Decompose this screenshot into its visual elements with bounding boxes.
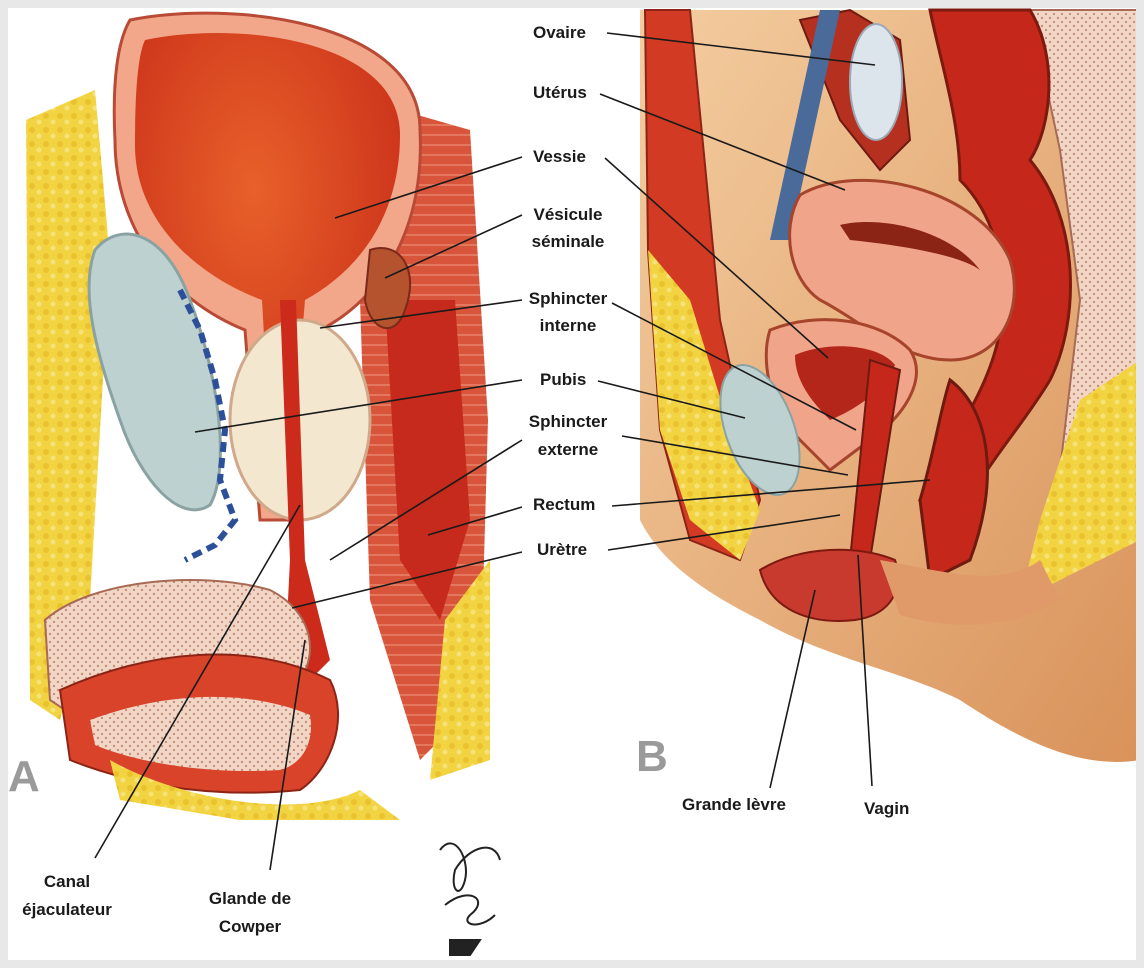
label-canal-line2: éjaculateur <box>22 899 112 920</box>
panel-a-male-pelvis <box>22 10 492 820</box>
label-sphincter-interne-line1: Sphincter <box>523 288 613 309</box>
label-rectum: Rectum <box>533 494 595 515</box>
ovary-b <box>850 24 902 140</box>
label-vagin: Vagin <box>864 798 909 819</box>
panel-b-female-pelvis <box>640 10 1140 762</box>
label-pubis: Pubis <box>540 369 586 390</box>
label-uretre: Urètre <box>537 539 587 560</box>
label-uterus: Utérus <box>533 82 587 103</box>
label-sphincter-externe-line1: Sphincter <box>523 411 613 432</box>
panel-b-letter: B <box>636 732 668 782</box>
label-sphincter-interne-line2: interne <box>523 315 613 336</box>
label-vesicule-line1: Vésicule <box>523 204 613 225</box>
label-vessie: Vessie <box>533 146 586 167</box>
label-ovaire: Ovaire <box>533 22 586 43</box>
panel-a-letter: A <box>8 752 40 802</box>
artist-signature <box>440 843 500 955</box>
label-glande-line1: Glande de <box>200 888 300 909</box>
label-glande-line2: Cowper <box>200 916 300 937</box>
label-canal-line1: Canal <box>22 871 112 892</box>
label-sphincter-externe-line2: externe <box>523 439 613 460</box>
label-grande-levre: Grande lèvre <box>682 794 786 815</box>
label-vesicule-line2: séminale <box>523 231 613 252</box>
